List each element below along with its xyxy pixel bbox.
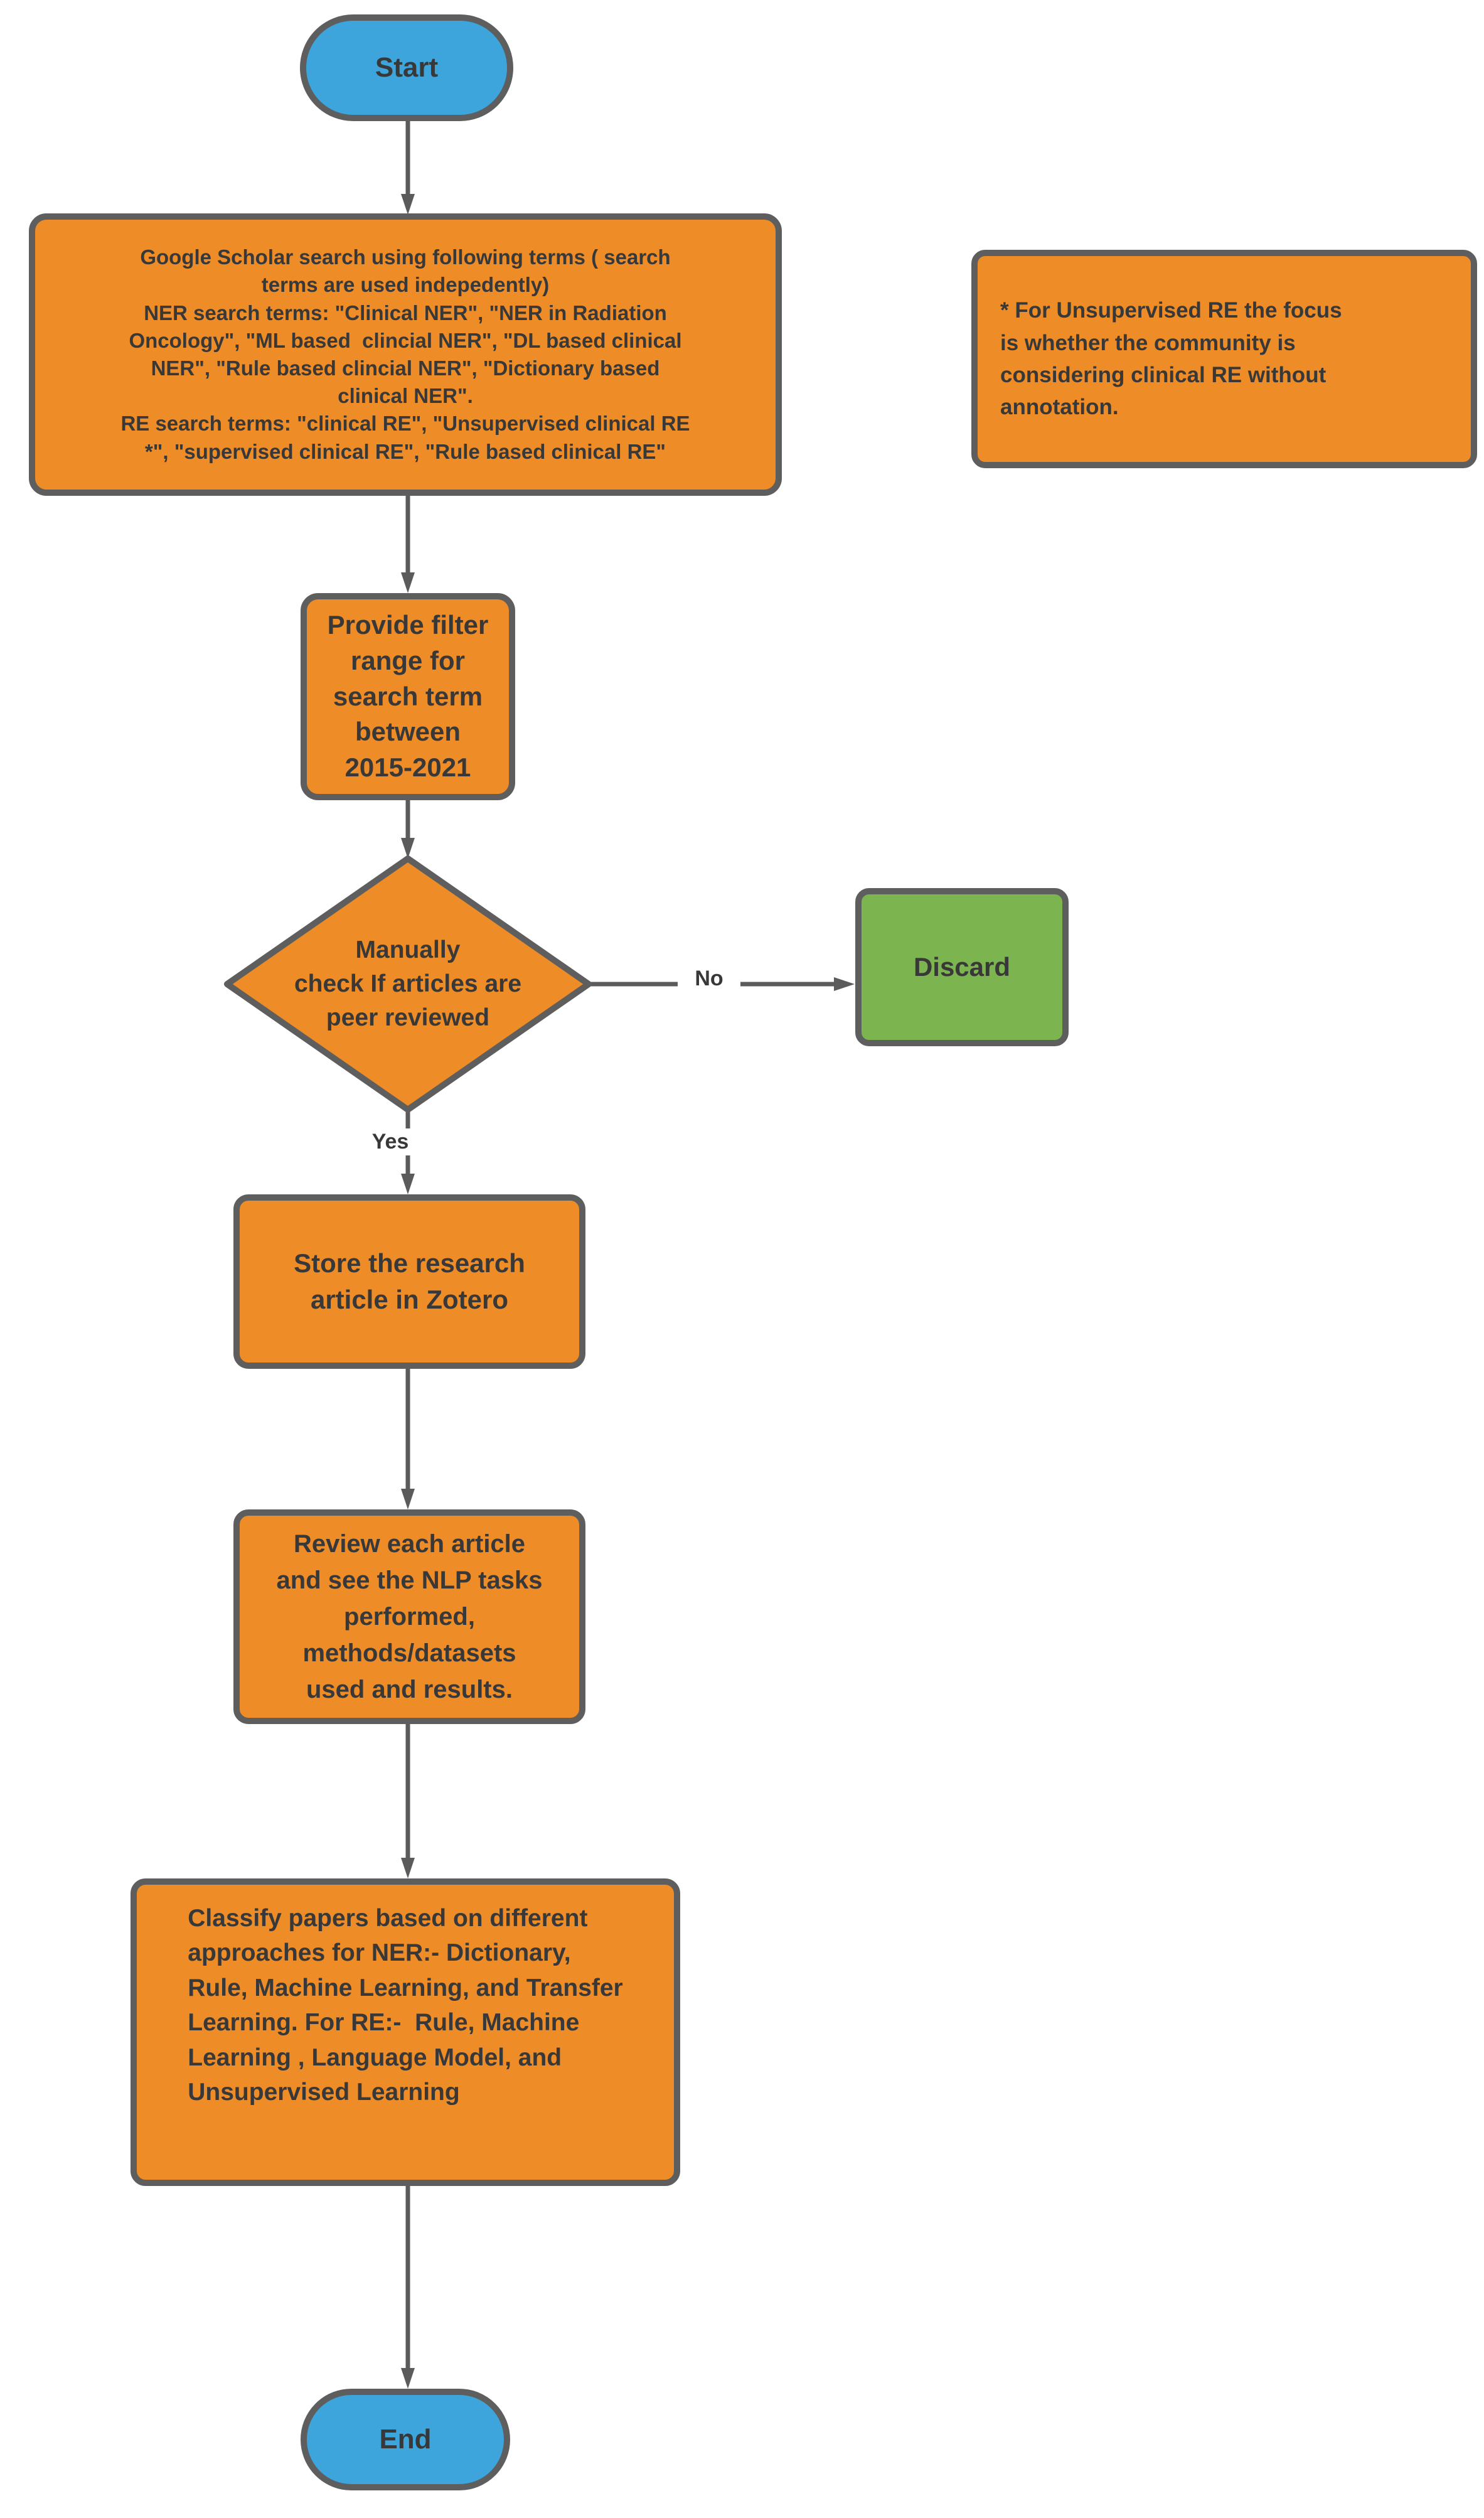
node-start: Start bbox=[300, 14, 513, 121]
edge-label-yes: Yes bbox=[353, 1128, 428, 1155]
note-unsupervised-re: * For Unsupervised RE the focus is wheth… bbox=[971, 250, 1477, 468]
arrowhead-decision-to-discard bbox=[834, 977, 855, 991]
node-discard-label: Discard bbox=[913, 952, 1011, 982]
note-unsupervised-re-label: * For Unsupervised RE the focus is wheth… bbox=[1000, 298, 1342, 420]
node-end: End bbox=[301, 2389, 510, 2490]
node-store-zotero-label: Store the research article in Zotero bbox=[294, 1248, 525, 1314]
arrowhead-classify-to-end bbox=[401, 2368, 415, 2389]
node-store-zotero: Store the research article in Zotero bbox=[233, 1194, 585, 1369]
node-start-label: Start bbox=[375, 52, 439, 83]
node-filter-range-label: Provide filter range for search term bet… bbox=[327, 610, 489, 783]
edge-label-no: No bbox=[678, 965, 740, 992]
node-classify-papers-label: Classify papers based on different appro… bbox=[188, 1905, 623, 2106]
arrowhead-start-to-search bbox=[401, 194, 415, 215]
node-google-scholar-search: Google Scholar search using following te… bbox=[29, 213, 782, 496]
node-review-articles-label: Review each article and see the NLP task… bbox=[276, 1530, 543, 1703]
arrowhead-decision-to-store bbox=[401, 1174, 415, 1194]
node-filter-range: Provide filter range for search term bet… bbox=[301, 593, 515, 800]
decision-diamond-shape bbox=[224, 855, 592, 1113]
node-review-articles: Review each article and see the NLP task… bbox=[233, 1509, 585, 1724]
node-peer-review-decision: Manually check If articles are peer revi… bbox=[227, 859, 589, 1110]
arrowhead-filter-to-decision bbox=[401, 838, 415, 859]
node-end-label: End bbox=[379, 2424, 432, 2455]
arrowhead-store-to-review bbox=[401, 1489, 415, 1509]
arrowhead-review-to-classify bbox=[401, 1858, 415, 1878]
node-peer-review-decision-label: Manually check If articles are peer revi… bbox=[294, 936, 522, 1031]
arrowhead-search-to-filter bbox=[401, 572, 415, 593]
node-google-scholar-search-label: Google Scholar search using following te… bbox=[120, 245, 690, 463]
node-discard: Discard bbox=[855, 888, 1069, 1046]
node-classify-papers: Classify papers based on different appro… bbox=[131, 1878, 680, 2186]
